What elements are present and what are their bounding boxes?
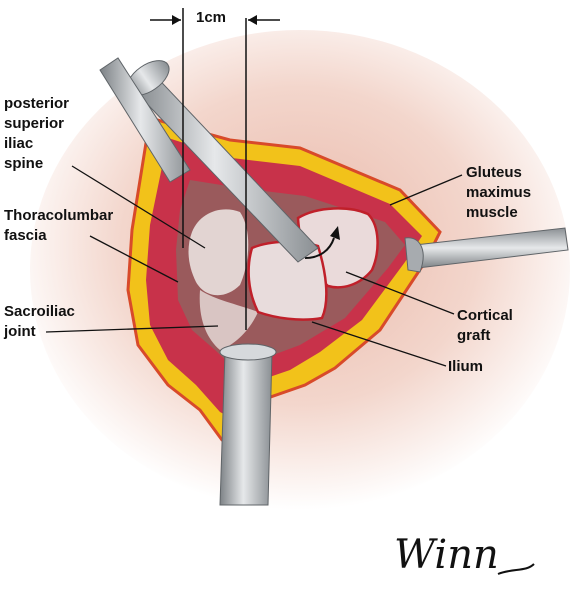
- psis-bone: [188, 209, 249, 296]
- label-line: Sacroiliac: [4, 303, 75, 320]
- label-line: maximus: [466, 184, 532, 201]
- leader-sacroiliac: [45, 325, 219, 333]
- label-line: iliac: [4, 135, 34, 152]
- label-line: Ilium: [448, 358, 484, 375]
- graft-lift-arrow-head: [330, 226, 340, 240]
- graft-lift-arrow: [304, 237, 335, 259]
- leader-cortical: [345, 271, 455, 315]
- leader-ilium: [311, 321, 447, 367]
- scale-bar-text: 1cm: [196, 9, 227, 26]
- label-ilium: Ilium: [448, 357, 483, 377]
- scale-arrow-right-head: [248, 15, 257, 25]
- leader-psis: [71, 165, 206, 249]
- label-line: graft: [457, 327, 491, 344]
- label-line: joint: [4, 323, 36, 340]
- label-line: spine: [4, 155, 44, 172]
- scale-bar-label: 1cm: [196, 8, 226, 28]
- graft-harvest-bed: [247, 240, 328, 321]
- label-line: posterior: [4, 95, 70, 112]
- label-thoracolumbar-fascia: Thoracolumbar fascia: [4, 206, 113, 246]
- sacroiliac-region: [199, 290, 258, 350]
- label-line: Thoracolumbar: [4, 207, 114, 224]
- artist-signature: Winn: [394, 532, 535, 578]
- signature-text: Winn: [394, 532, 499, 578]
- label-gluteus-maximus-muscle: Gluteus maximus muscle: [466, 163, 531, 223]
- bottom-retractor-top: [219, 343, 277, 361]
- signature-flourish: [497, 563, 535, 575]
- label-line: Gluteus: [466, 164, 522, 181]
- scale-arrow-left-head: [172, 15, 181, 25]
- top-retractor: [99, 57, 191, 183]
- leader-gluteus: [389, 174, 463, 206]
- label-line: superior: [4, 115, 65, 132]
- right-retractor-blade: [404, 237, 424, 273]
- label-sacroiliac-joint: Sacroiliac joint: [4, 302, 75, 342]
- label-cortical-graft: Cortical graft: [457, 306, 513, 346]
- label-line: Cortical: [457, 307, 513, 324]
- label-line: fascia: [4, 227, 47, 244]
- leader-thoracolumbar: [89, 235, 179, 283]
- label-posterior-superior-iliac-spine: posterior superior iliac spine: [4, 94, 69, 174]
- label-line: muscle: [466, 204, 518, 221]
- bottom-retractor: [219, 351, 273, 506]
